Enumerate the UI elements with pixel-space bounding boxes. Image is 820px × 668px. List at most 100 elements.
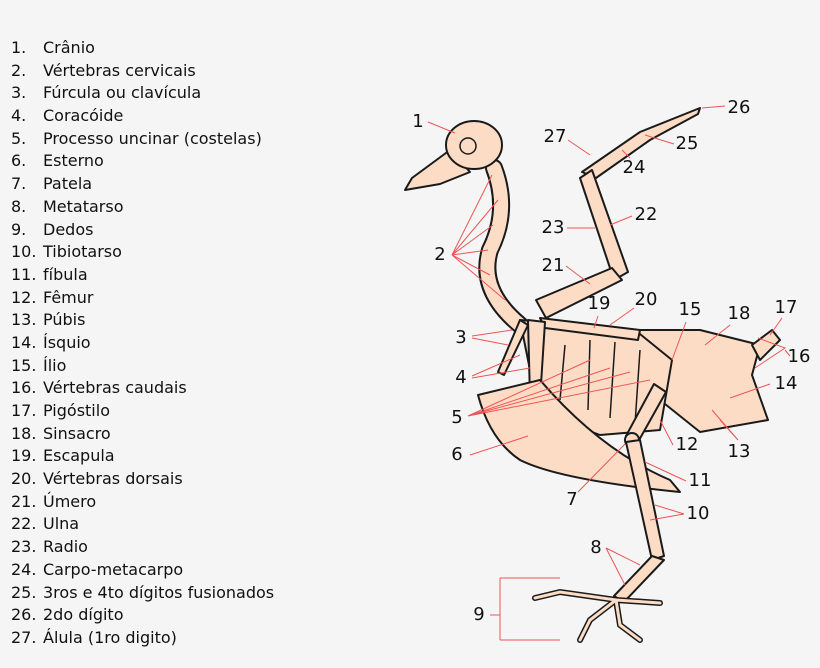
label-1: 1 <box>412 111 423 132</box>
legend-number: 22. <box>11 514 37 534</box>
legend-number: 2. <box>11 60 27 80</box>
legend-item: 8.Metatarso <box>11 196 274 219</box>
legend-number: 15. <box>11 355 37 375</box>
label-4: 4 <box>455 367 466 388</box>
legend-label: Esterno <box>43 151 104 171</box>
legend-number: 1. <box>11 38 27 57</box>
legend-label: Ísquio <box>43 332 91 352</box>
label-25: 25 <box>676 133 699 154</box>
legend-label: Carpo-metacarpo <box>43 559 184 579</box>
label-3: 3 <box>455 327 466 348</box>
legend-number: 12. <box>11 287 37 307</box>
legend-number: 7. <box>11 174 27 194</box>
legend-item: 6. Esterno <box>11 150 274 173</box>
label-14: 14 <box>775 373 798 394</box>
legend-label: Escapula <box>43 446 115 466</box>
legend-label: Vértebras dorsais <box>43 469 183 489</box>
legend-number: 14. <box>11 332 37 352</box>
label-5: 5 <box>451 407 462 428</box>
legend-number: 25. <box>11 582 37 602</box>
label-18: 18 <box>728 303 751 324</box>
label-10: 10 <box>687 503 710 524</box>
legend-number: 27. <box>11 627 37 647</box>
label-13: 13 <box>728 441 751 462</box>
label-16: 16 <box>788 346 811 367</box>
legend-number: 4. <box>11 106 27 126</box>
legend-label: Vértebras cervicais <box>43 60 196 80</box>
label-15: 15 <box>679 299 702 320</box>
tail <box>751 329 781 361</box>
legend-item: 5. Processo uncinar (costelas) <box>11 128 274 151</box>
legend-item: 23. Radio <box>11 536 274 559</box>
legend-label: Fúrcula ou clavícula <box>43 83 202 103</box>
tibiotarsus <box>625 439 665 561</box>
legend-item: 22.Ulna <box>11 513 274 536</box>
legend-number: 11. <box>11 264 37 284</box>
label-8: 8 <box>590 537 601 558</box>
legend-number: 19. <box>11 446 37 466</box>
legend-number: 6. <box>11 151 27 171</box>
legend-number: 9. <box>11 219 27 239</box>
legend-item: 11. fíbula <box>11 264 274 287</box>
legend-label: Ílio <box>43 355 67 375</box>
legend-label: Pigóstilo <box>43 401 110 420</box>
label-2: 2 <box>434 244 445 265</box>
legend-label: Processo uncinar (costelas) <box>43 128 262 148</box>
legend-list: 1. Crânio 2. Vértebras cervicais 3. Fúrcula o… <box>11 37 274 650</box>
legend-number: 3. <box>11 83 27 103</box>
legend-item: 24.Carpo-metacarpo <box>11 559 274 582</box>
legend-label: Úmero <box>43 491 97 511</box>
legend-number: 13. <box>11 310 37 330</box>
legend-number: 8. <box>11 196 27 216</box>
legend-item: 1. Crânio <box>11 37 274 60</box>
label-9: 9 <box>473 604 484 625</box>
humerus <box>535 267 623 319</box>
legend-item: 4. Coracóide <box>11 105 274 128</box>
label-24: 24 <box>623 157 646 178</box>
legend-number: 21. <box>11 491 37 511</box>
legend-number: 10. <box>11 242 37 262</box>
legend-item: 18. Sinsacro <box>11 423 274 446</box>
legend-label: 3ros e 4to dígitos fusionados <box>43 582 275 602</box>
legend-number: 16. <box>11 378 37 398</box>
legend-item: 25. 3ros e 4to dígitos fusionados <box>11 582 274 605</box>
legend-label: Dedos <box>43 219 94 239</box>
label-19: 19 <box>588 293 611 314</box>
diagram-labels: 1 2 3 4 5 6 7 8 9 10 11 12 13 14 15 16 1… <box>412 97 810 625</box>
legend-number: 17. <box>11 401 37 420</box>
eye-socket <box>459 137 477 155</box>
legend-number: 26. <box>11 605 37 625</box>
legend-label: Patela <box>43 174 93 194</box>
legend-item: 2. Vértebras cervicais <box>11 60 274 83</box>
legend-label: Radio <box>43 537 88 557</box>
wing-forearm <box>579 169 629 281</box>
legend-label: fíbula <box>43 264 88 284</box>
wing-hand <box>581 107 701 179</box>
legend-label: Coracóide <box>43 106 124 126</box>
legend-label: Crânio <box>43 38 95 57</box>
legend-number: 20. <box>11 469 37 489</box>
legend-item: 27. Álula (1ro digito) <box>11 627 274 650</box>
leader-lines <box>427 105 791 641</box>
legend-item: 9. Dedos <box>11 219 274 242</box>
legend-number: 23. <box>11 537 37 557</box>
legend-label: Fêmur <box>43 287 94 307</box>
label-27: 27 <box>544 126 567 147</box>
legend-item: 26.2do dígito <box>11 604 274 627</box>
label-20: 20 <box>635 289 658 310</box>
legend-number: 18. <box>11 423 37 443</box>
legend-label: Álula (1ro digito) <box>43 627 177 647</box>
legend-item: 14. Ísquio <box>11 332 274 355</box>
legend-label: Sinsacro <box>43 423 111 443</box>
label-23: 23 <box>542 217 565 238</box>
label-26: 26 <box>728 97 751 118</box>
sternum <box>477 379 681 493</box>
label-17: 17 <box>775 297 798 318</box>
legend-item: 17. Pigóstilo <box>11 400 274 423</box>
legend-item: 16. Vértebras caudais <box>11 377 274 400</box>
legend-item: 3. Fúrcula ou clavícula <box>11 82 274 105</box>
legend-number: 5. <box>11 128 27 148</box>
legend-label: Vértebras caudais <box>43 378 187 398</box>
label-21: 21 <box>542 255 565 276</box>
